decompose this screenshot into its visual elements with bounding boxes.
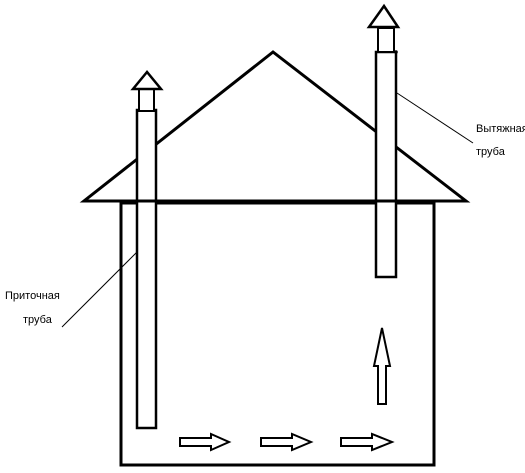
supply-label-leader bbox=[61, 251, 138, 328]
airflow-right-arrow-icon bbox=[179, 432, 232, 452]
exhaust-label-leader bbox=[396, 92, 474, 144]
airflow-right-arrow-icon bbox=[260, 432, 314, 452]
exhaust-label-line1: Вытяжная bbox=[476, 123, 525, 135]
supply-pipe-cap-stem bbox=[138, 88, 155, 112]
exhaust-label-line2: труба bbox=[476, 146, 506, 158]
supply-pipe-body bbox=[135, 108, 158, 430]
exhaust-pipe-cap-stem bbox=[377, 27, 395, 53]
supply-label-line1: Приточная bbox=[5, 290, 60, 302]
house-walls bbox=[119, 201, 436, 467]
exhaust-pipe bbox=[366, 3, 401, 279]
supply-pipe-cap-icon bbox=[130, 70, 164, 91]
exhaust-pipe-body bbox=[374, 50, 398, 279]
supply-pipe bbox=[130, 70, 164, 430]
supply-label-line2: труба bbox=[23, 314, 53, 326]
airflow-right-arrow-icon bbox=[340, 432, 395, 452]
airflow-up-arrow-icon bbox=[372, 327, 392, 405]
exhaust-pipe-cap-icon bbox=[366, 3, 401, 29]
exhaust-pipe-rivet bbox=[394, 50, 398, 54]
